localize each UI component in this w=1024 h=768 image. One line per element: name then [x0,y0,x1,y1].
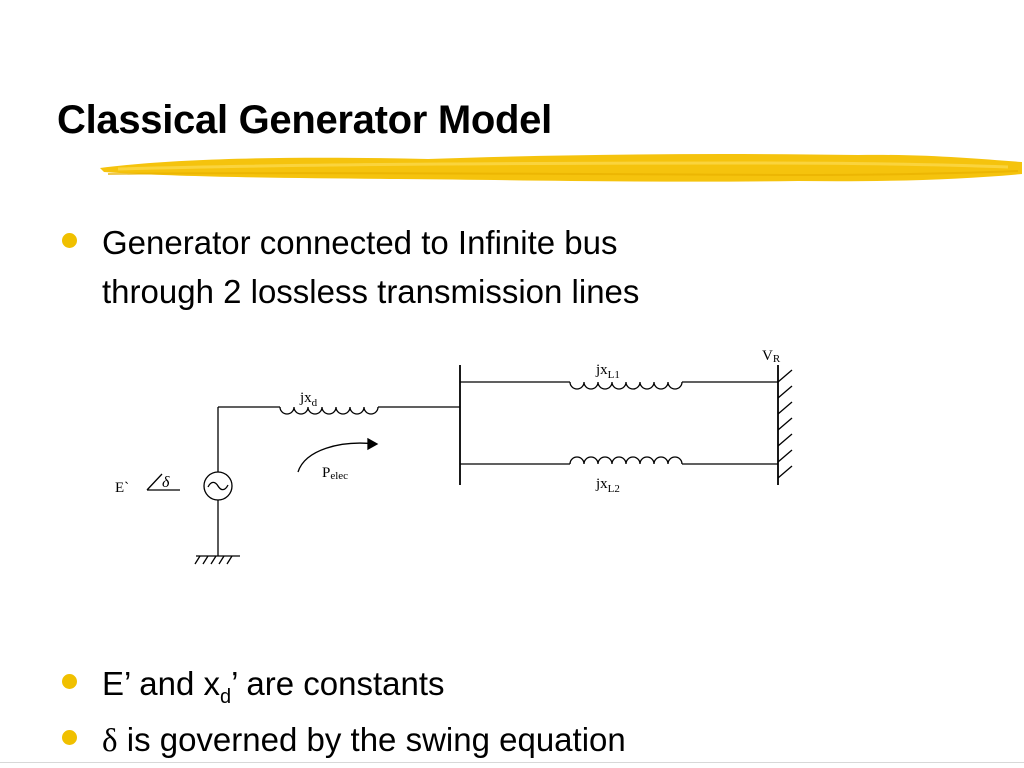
bullet-text: δ is governed by the swing equation [102,721,626,759]
slide-title: Classical Generator Model [57,98,552,142]
xd-inductor [279,406,379,415]
bullet-dot [62,674,77,689]
electrical-power-label: Pelec [322,465,348,482]
xl1-label: jxL1 [595,362,620,381]
source-emf-label: E` [115,480,129,496]
bullet-dot [62,730,77,745]
xl2-label: jxL2 [595,476,620,495]
power-flow-arrow-icon [297,442,377,473]
rotor-angle-label: δ [162,474,170,491]
slide-bottom-divider [0,762,1024,763]
circuit-diagram: E` δ jxd jxL1 jxL2 VR Pelec [115,348,793,565]
line2-inductor [569,456,683,465]
angle-icon [146,473,180,491]
xd-label: jxd [299,390,318,409]
bullet-text: E’ and xd’ are constants [102,665,445,708]
bullet-text-line-2: through 2 lossless transmission lines [102,273,640,310]
bullet-dot [62,233,77,248]
title-highlight-stroke [100,154,1022,182]
bullet-text-line-1: Generator connected to Infinite bus [102,224,618,261]
line1-inductor [569,381,683,390]
infinite-bus-voltage-label: VR [762,348,781,365]
